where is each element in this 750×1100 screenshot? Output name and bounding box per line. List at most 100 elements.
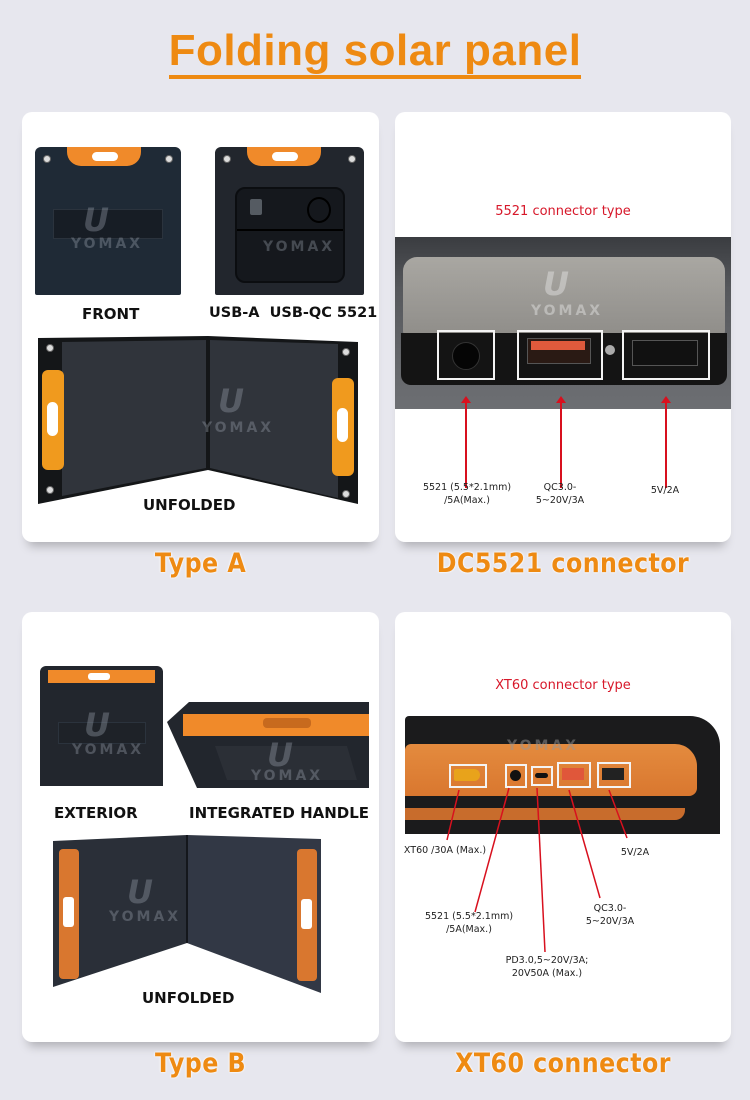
grommet xyxy=(165,155,173,163)
grommet xyxy=(46,486,54,494)
junction-box-top xyxy=(403,257,725,337)
spec-line: 5V/2A xyxy=(620,847,650,858)
arrow-usb-a xyxy=(661,396,671,488)
watermark-text: YOMAX xyxy=(109,909,182,925)
port-box-xt60 xyxy=(449,764,487,788)
watermark-logo-icon: U xyxy=(218,382,244,420)
watermark-logo-icon: U xyxy=(83,201,109,239)
spec-usb-c: PD3.0,5~20V/3A; 20V50A (Max.) xyxy=(491,954,603,980)
screw-icon xyxy=(605,345,615,355)
xt60-heading: XT60 connector type xyxy=(495,678,631,693)
handle-hole xyxy=(92,152,118,161)
port-box-5521 xyxy=(505,764,527,788)
side-handle-left xyxy=(42,370,64,470)
label-back-ports: USB-A USB-QC 5521 xyxy=(209,305,378,321)
side-handle-hole xyxy=(47,402,58,436)
grommet xyxy=(223,155,231,163)
page-title: Folding solar panel xyxy=(0,26,750,79)
dc5521-caption: DC5521 connector xyxy=(436,548,690,579)
front-panel-image: U YOMAX xyxy=(35,147,181,295)
spec-5521: 5521 (5.5*2.1mm) /5A(Max.) xyxy=(415,481,519,507)
spec-line: QC3.0- xyxy=(543,482,577,493)
side-handle-hole xyxy=(301,899,312,929)
type-a-caption: Type A xyxy=(154,548,247,579)
grommet xyxy=(43,155,51,163)
port-box-usb-c xyxy=(531,766,553,786)
strap xyxy=(58,722,146,744)
label-unfolded: UNFOLDED xyxy=(142,989,235,1007)
arrow-5521 xyxy=(461,396,471,488)
grommet xyxy=(348,155,356,163)
page-title-text: Folding solar panel xyxy=(168,27,582,79)
unfolded-panel-image: U YOMAX xyxy=(38,330,358,504)
xt60-caption: XT60 connector xyxy=(455,1048,671,1079)
port-box-qc xyxy=(517,330,603,380)
unfolded-panel-shape xyxy=(53,835,321,993)
label-exterior: EXTERIOR xyxy=(54,804,138,822)
port-box-usb-a xyxy=(597,762,631,788)
port-box-qc xyxy=(557,762,591,788)
watermark-text: YOMAX xyxy=(71,236,144,252)
spec-line: /5A(Max.) xyxy=(446,924,492,935)
watermark-logo-icon: U xyxy=(543,265,569,303)
grommet xyxy=(342,348,350,356)
side-handle-left xyxy=(59,849,79,979)
spec-usb-a: 5V/2A xyxy=(605,846,665,859)
carry-handle xyxy=(247,147,321,166)
integrated-handle-image: U YOMAX xyxy=(167,702,369,788)
watermark-text: YOMAX xyxy=(202,420,275,436)
xt60-pointer-lines xyxy=(446,787,628,953)
side-handle-hole xyxy=(337,408,348,442)
spec-line: 20V50A (Max.) xyxy=(511,968,583,979)
unfolded-panel-image: U YOMAX xyxy=(53,835,323,993)
handle-hole xyxy=(272,152,298,161)
dc5521-card: 5521 connector type U YOMAX 5521 (5.5*2.… xyxy=(395,112,731,542)
carry-handle xyxy=(67,147,141,166)
spec-line: 5V/2A xyxy=(650,485,680,496)
watermark-logo-icon: U xyxy=(267,736,293,774)
watermark-text: YOMAX xyxy=(263,239,336,255)
type-a-card: U YOMAX YOMAX FRONT USB-A USB-QC 5521 xyxy=(22,112,379,542)
spec-line: QC3.0- xyxy=(593,903,627,914)
dc-jack-icon xyxy=(510,770,521,781)
unfolded-panel-shape xyxy=(38,336,358,504)
spec-line: 5521 (5.5*2.1mm) xyxy=(422,482,512,493)
usb-qc-port-icon xyxy=(562,768,584,780)
spec-line: XT60 /30A (Max.) xyxy=(403,845,487,856)
spec-usb-a: 5V/2A xyxy=(625,484,705,497)
watermark-text: YOMAX xyxy=(251,768,324,784)
spec-5521: 5521 (5.5*2.1mm)/5A(Max.) xyxy=(417,910,521,936)
junction-box-base xyxy=(405,808,685,820)
xt60-junction-box-image: YOMAX xyxy=(405,716,720,834)
carry-handle xyxy=(48,670,155,683)
dc5521-junction-box-image: U YOMAX xyxy=(395,237,731,409)
side-handle-right xyxy=(297,849,317,981)
spec-line: 5~20V/3A xyxy=(585,916,635,927)
spec-line: /5A(Max.) xyxy=(444,495,490,506)
accessory-pouch xyxy=(235,187,345,283)
usb-a-port-icon xyxy=(602,768,624,780)
watermark-text: YOMAX xyxy=(507,738,580,754)
usb-a-port-icon xyxy=(632,340,698,366)
label-unfolded: UNFOLDED xyxy=(143,496,236,514)
port-box-usb-a xyxy=(622,330,710,380)
side-handle-hole xyxy=(63,897,74,927)
type-b-caption: Type B xyxy=(154,1048,247,1079)
spec-qc: QC3.0-5~20V/3A xyxy=(515,481,605,507)
spec-qc: QC3.0- 5~20V/3A xyxy=(575,902,645,928)
pouch-divider xyxy=(237,229,343,231)
strap xyxy=(53,209,163,239)
dc5521-heading: 5521 connector type xyxy=(495,204,631,219)
back-panel-image: YOMAX xyxy=(215,147,364,295)
cable-coil xyxy=(307,197,331,223)
handle-panel-shape xyxy=(167,702,369,788)
label-front: FRONT xyxy=(82,305,140,323)
connector-box xyxy=(250,199,262,215)
spec-xt60: XT60 /30A (Max.) xyxy=(397,844,493,857)
dc-jack-icon xyxy=(452,342,480,370)
watermark-text: YOMAX xyxy=(531,303,604,319)
spec-line: PD3.0,5~20V/3A; xyxy=(505,955,589,966)
arrow-qc xyxy=(556,396,566,488)
watermark-text: YOMAX xyxy=(72,742,145,758)
exterior-panel-image: U YOMAX xyxy=(40,666,163,786)
